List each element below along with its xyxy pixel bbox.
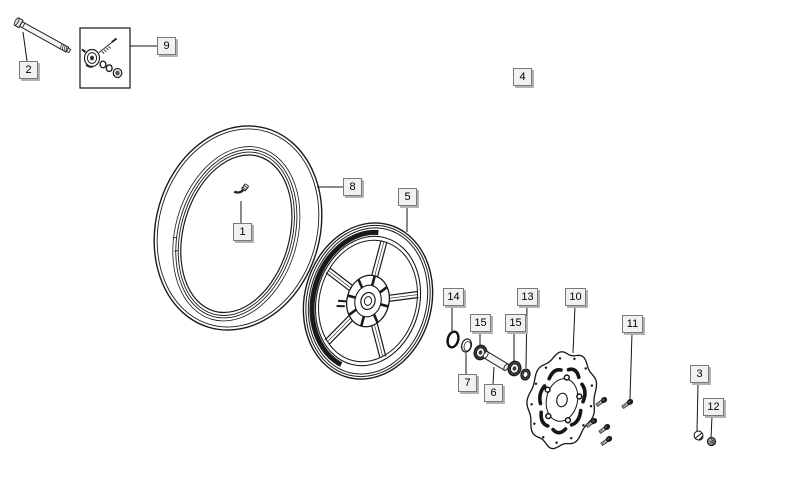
tire-valve-drawing: [233, 183, 249, 194]
disc-vent-slots: [538, 367, 587, 435]
circlip-drawing: [446, 330, 460, 349]
dust-seal-drawing: [520, 368, 531, 381]
callout-7[interactable]: 7: [458, 374, 477, 392]
callout-2[interactable]: 2: [19, 61, 38, 79]
disc-drill-holes: [530, 357, 594, 444]
callout-1[interactable]: 1: [233, 223, 252, 241]
callout-15-b[interactable]: 15: [505, 314, 526, 332]
callout-8[interactable]: 8: [343, 178, 362, 196]
leader-lines: [22, 31, 713, 439]
callout-5[interactable]: 5: [398, 188, 417, 206]
front-axle-drawing: [13, 17, 72, 54]
wheel-spokes: [324, 240, 419, 358]
wheel-rim-drawing: [302, 222, 434, 380]
cap-drawing: [693, 430, 704, 441]
callout-12[interactable]: 12: [703, 398, 724, 416]
nut-drawing: [706, 436, 717, 447]
callout-3[interactable]: 3: [690, 365, 709, 383]
callout-10[interactable]: 10: [565, 288, 586, 306]
callout-6[interactable]: 6: [484, 384, 503, 402]
callout-13[interactable]: 13: [517, 288, 538, 306]
bearing-right-drawing: [507, 360, 522, 377]
callout-11[interactable]: 11: [622, 315, 643, 333]
speedo-drive-parts-drawing: [81, 37, 123, 79]
wheel-hub: [336, 274, 391, 328]
callout-14[interactable]: 14: [443, 288, 464, 306]
disc-mount-holes: [544, 374, 583, 424]
disc-bolts-drawing: [585, 397, 634, 447]
callout-4[interactable]: 4: [513, 68, 532, 86]
callout-9[interactable]: 9: [157, 37, 176, 55]
brake-disc-drawing: [526, 351, 598, 450]
callout-15-a[interactable]: 15: [470, 314, 491, 332]
speedo-drive-kit-box: [79, 27, 131, 89]
washer-drawing: [460, 338, 473, 353]
spacer-tube-drawing: [482, 351, 510, 371]
